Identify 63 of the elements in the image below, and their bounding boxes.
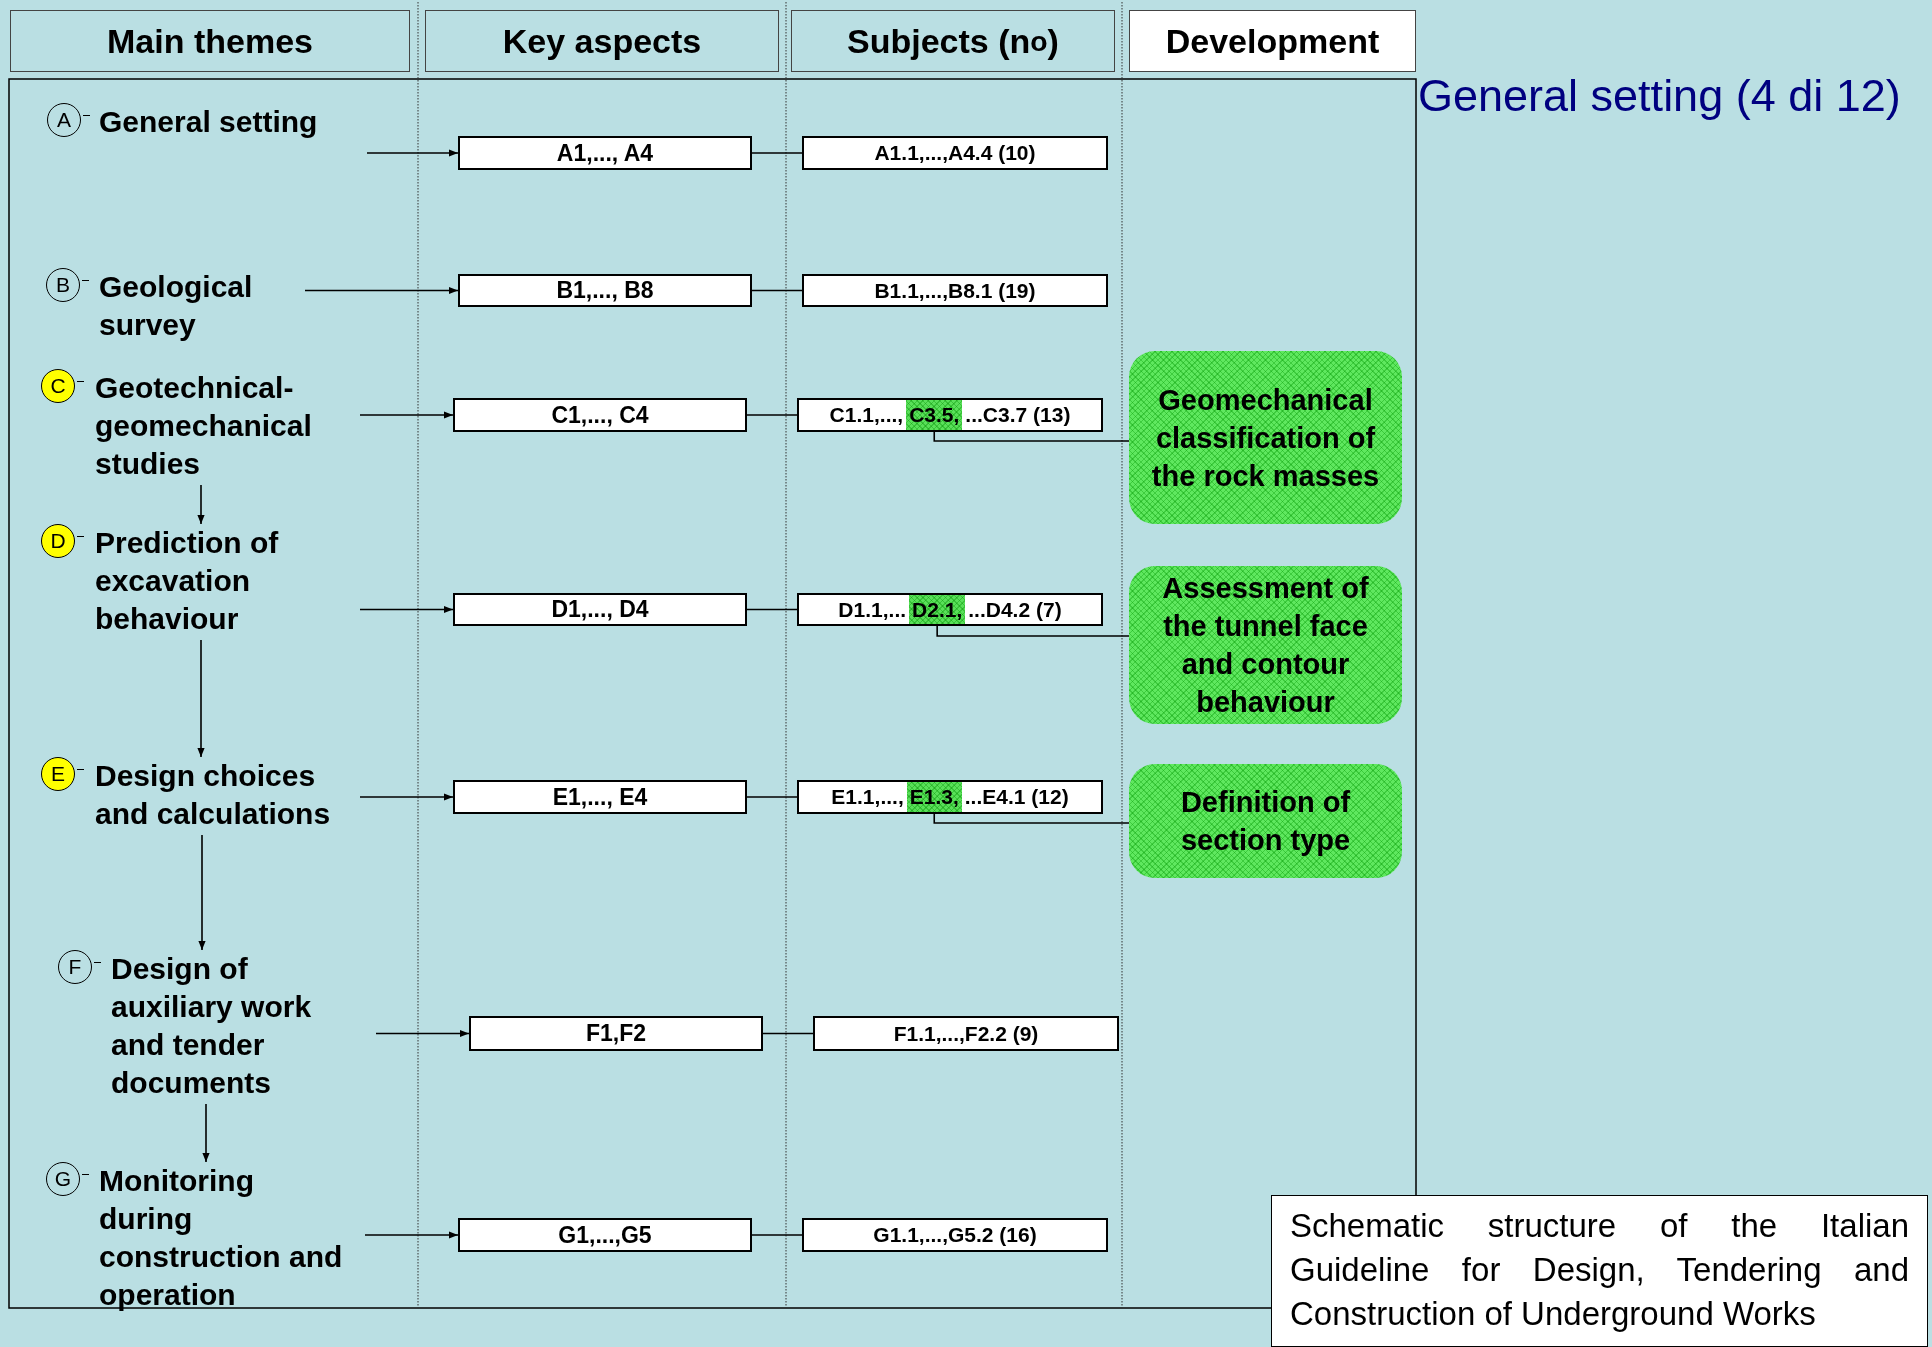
connector-line <box>746 796 798 798</box>
theme-label: Design choices and calculations <box>95 758 332 832</box>
connector-line <box>751 289 803 292</box>
circled-letter: C <box>41 369 75 403</box>
key-aspect-box: F1,F2 <box>469 1016 763 1051</box>
arrow <box>197 484 205 525</box>
highlight-tag: C3.5, <box>906 400 963 430</box>
subject-box <box>797 780 1103 814</box>
key-aspect-box: B1,..., B8 <box>458 274 752 307</box>
column-header: Main themes <box>10 10 410 72</box>
connector-line <box>751 152 803 154</box>
connector-line <box>746 608 798 611</box>
subject-box: A1.1,...,A4.4 (10) <box>802 136 1108 170</box>
arrow <box>202 1103 210 1163</box>
column-header: Key aspects <box>425 10 779 72</box>
arrow <box>197 639 205 758</box>
subject-text: ...D4.2 (7) <box>968 597 1062 622</box>
subject-text: D1.1,... <box>838 597 907 622</box>
development-box: Assessment of the tunnel face and contour behaviour <box>1129 566 1402 724</box>
connector-line <box>746 414 798 416</box>
theme-label: Monitoring during construction and operation <box>99 1163 344 1313</box>
caption-box: Schematic structure of the Italian Guideline for Design, Tendering and Construction of Underground Works <box>1271 1195 1928 1347</box>
theme-label: Geological survey <box>99 269 254 343</box>
theme-label: Prediction of excavation behaviour <box>95 525 280 637</box>
theme-label: Geotechnical-geomechanical studies <box>95 370 313 482</box>
circled-letter: A <box>47 103 81 137</box>
column-header: Development <box>1129 10 1416 72</box>
subject-box: B1.1,...,B8.1 (19) <box>802 274 1108 307</box>
subject-text: ...E4.1 (12) <box>964 785 1069 809</box>
key-aspect-box: G1,...,G5 <box>458 1218 752 1252</box>
subject-box: G1.1,...,G5.2 (16) <box>802 1218 1108 1252</box>
circled-letter: E <box>41 757 75 791</box>
development-box: Definition of section type <box>1129 764 1402 878</box>
arrow <box>359 605 454 614</box>
highlight-tag: D2.1, <box>909 595 966 624</box>
circled-letter: D <box>41 524 75 558</box>
arrow <box>359 793 454 801</box>
theme-label: General setting <box>99 104 319 140</box>
arrow <box>198 834 206 951</box>
connector-line <box>751 1234 803 1236</box>
arrow <box>359 411 454 419</box>
key-aspect-box: D1,..., D4 <box>453 593 747 626</box>
arrow <box>304 286 459 295</box>
subject-box <box>797 398 1103 432</box>
arrow <box>366 149 459 157</box>
key-aspect-box: E1,..., E4 <box>453 780 747 814</box>
subject-text: ...C3.7 (13) <box>965 403 1071 427</box>
subject-box <box>797 593 1103 626</box>
key-aspect-box: C1,..., C4 <box>453 398 747 432</box>
subject-box: F1.1,...,F2.2 (9) <box>813 1016 1119 1051</box>
key-aspect-box: A1,..., A4 <box>458 136 752 170</box>
arrow <box>364 1231 459 1239</box>
subject-text: C1.1,..., <box>829 403 904 427</box>
circled-letter: G <box>46 1162 80 1196</box>
subject-text: E1.1,..., <box>831 785 904 809</box>
slide-title: General setting (4 di 12) <box>1418 70 1901 122</box>
connector-line <box>762 1032 814 1035</box>
arrow <box>375 1029 470 1038</box>
circled-letter: F <box>58 950 92 984</box>
circled-letter: B <box>46 268 80 302</box>
highlight-tag: E1.3, <box>906 782 962 812</box>
development-box: Geomechanical classification of the rock masses <box>1129 351 1402 524</box>
theme-label: Design of auxiliary work and tender documents <box>111 951 313 1101</box>
